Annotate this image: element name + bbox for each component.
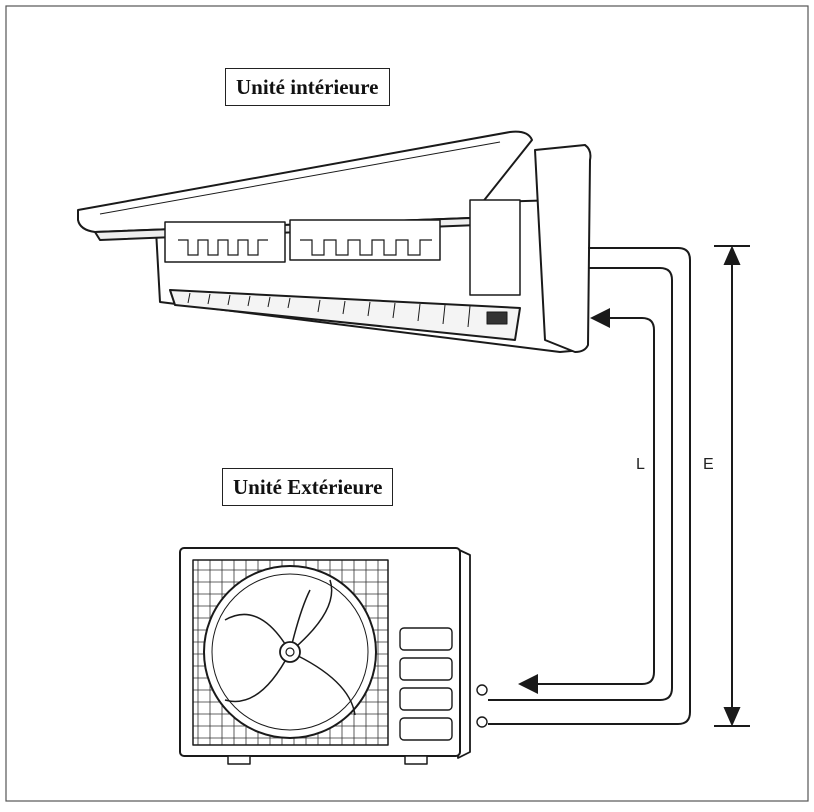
- outdoor-unit: [179, 547, 488, 765]
- length-l-path: [518, 308, 655, 694]
- indoor-unit: [77, 130, 592, 353]
- indoor-filter-slots: [178, 239, 432, 256]
- height-e-dimension: [714, 245, 750, 727]
- refrigerant-pipes: [488, 247, 691, 725]
- outer-frame: [5, 5, 809, 802]
- indoor-louver-hatching: [187, 292, 471, 328]
- length-l-label: L: [636, 456, 645, 473]
- outdoor-unit-label: Unité Extérieure: [222, 468, 394, 506]
- height-e-label: E: [703, 456, 714, 473]
- indoor-unit-label: Unité intérieure: [225, 68, 390, 106]
